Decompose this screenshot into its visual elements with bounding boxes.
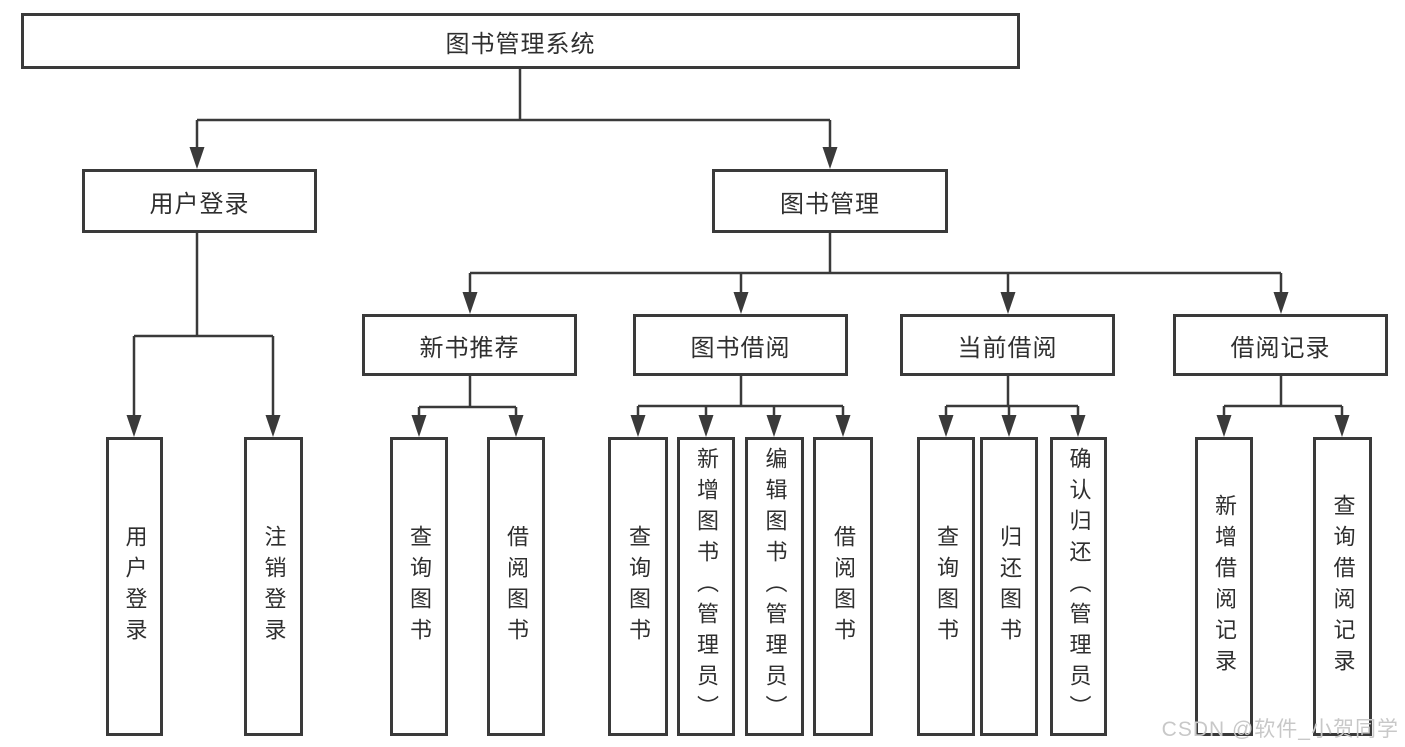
node-label: 借阅图书 [831,524,856,649]
node-new-book-recommendation: 新书推荐 [362,314,577,376]
csdn-watermark: CSDN @软件_小贺同学 [1161,718,1399,741]
node-edit-books-admin: 编辑图书（管理员） [745,437,804,736]
node-label: 图书管理 [780,190,880,218]
node-user-login-branch: 用户登录 [82,169,317,233]
node-return-books: 归还图书 [980,437,1038,736]
node-current-borrowing: 当前借阅 [900,314,1115,376]
node-add-books-admin: 新增图书（管理员） [677,437,735,736]
node-user-login: 用户登录 [106,437,163,736]
node-label: 确认归还（管理员） [1066,447,1092,726]
node-library-management-system: 图书管理系统 [21,13,1020,69]
node-label: 当前借阅 [957,334,1058,362]
tree-edges [132,69,1344,420]
node-borrow-books: 借阅图书 [813,437,873,736]
node-query-borrow-record: 查询借阅记录 [1313,437,1372,736]
node-label: 编辑图书（管理员） [762,447,788,726]
node-label: 查询图书 [934,524,959,649]
node-label: 图书管理系统 [445,30,596,58]
node-label: 查询图书 [407,524,432,649]
node-label: 新增图书（管理员） [694,447,719,726]
node-label: 新增借阅记录 [1212,493,1237,680]
node-borrowing-records: 借阅记录 [1173,314,1388,376]
node-label: 用户登录 [149,190,250,218]
node-label: 图书借阅 [690,334,791,362]
node-label: 归还图书 [997,524,1022,649]
node-label: 查询借阅记录 [1330,493,1356,680]
node-book-management-branch: 图书管理 [712,169,948,233]
node-label: 注销登录 [261,524,287,649]
node-query-books-recommend: 查询图书 [390,437,448,736]
node-borrow-books-recommend: 借阅图书 [487,437,545,736]
node-label: 用户登录 [122,524,148,649]
arrow-down-icons [126,147,1350,437]
node-query-books-borrow: 查询图书 [608,437,668,736]
node-label: 借阅记录 [1230,334,1331,362]
node-add-borrow-record: 新增借阅记录 [1195,437,1253,736]
node-label: 查询图书 [626,524,651,649]
node-book-borrowing: 图书借阅 [633,314,848,376]
node-confirm-return-admin: 确认归还（管理员） [1050,437,1107,736]
node-label: 新书推荐 [419,334,520,362]
node-logout: 注销登录 [244,437,303,736]
node-label: 借阅图书 [504,524,529,649]
node-query-books-current: 查询图书 [917,437,975,736]
